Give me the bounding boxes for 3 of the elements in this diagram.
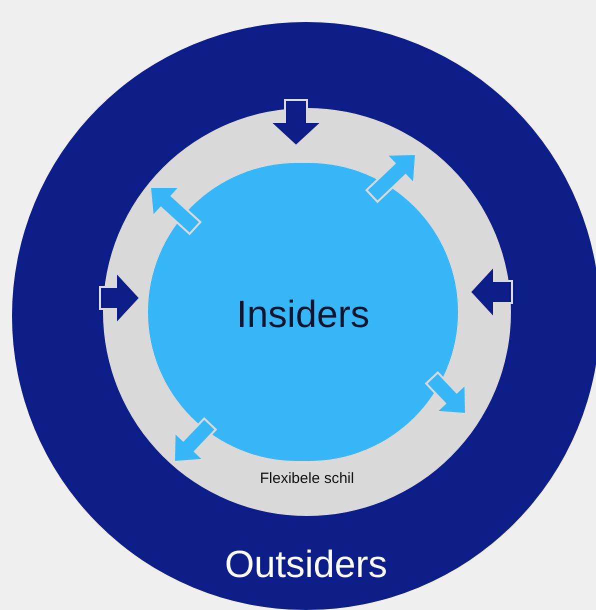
region-label: Insiders xyxy=(236,293,370,338)
region-label: Flexibele schil xyxy=(260,469,354,489)
region-label: Outsiders xyxy=(224,543,388,588)
